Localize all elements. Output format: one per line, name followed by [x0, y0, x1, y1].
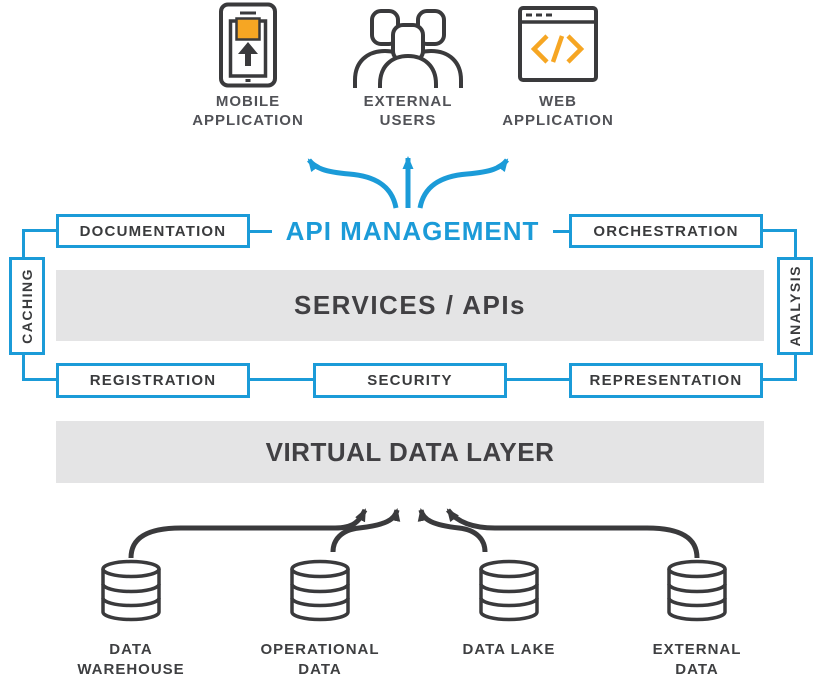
connector-analysis-riser-bottom	[794, 354, 797, 381]
connector-analysis-representation	[763, 378, 797, 381]
page-title: API MANAGEMENT	[285, 216, 540, 246]
connector-caching-documentation	[22, 229, 56, 232]
connector-security-representation	[507, 378, 569, 381]
data-warehouse-label: DATA WAREHOUSE	[77, 641, 185, 678]
web-application-label: WEB APPLICATION	[502, 93, 614, 129]
connector-caching-riser-top	[22, 229, 25, 258]
api-management-title-row: API MANAGEMENT	[250, 215, 570, 248]
external-users-icon	[353, 9, 463, 88]
services-apis-layer: SERVICES / APIs	[56, 270, 764, 341]
representation-box: REPRESENTATION	[569, 363, 763, 398]
analysis-box: ANALYSIS	[777, 257, 813, 355]
title-left-dash	[250, 230, 272, 233]
data-source-arrows	[128, 508, 700, 559]
web-application-icon	[518, 6, 598, 82]
connector-caching-riser-bottom	[22, 354, 25, 381]
external-users-label: EXTERNAL USERS	[363, 93, 453, 129]
external-data-label: EXTERNAL DATA	[652, 641, 742, 678]
operational-data-label: OPERATIONAL DATA	[260, 641, 380, 678]
connector-analysis-riser-top	[794, 229, 797, 258]
data-lake-icon	[479, 559, 539, 622]
virtual-data-layer: VIRTUAL DATA LAYER	[56, 421, 764, 483]
upload-arrow-icon	[238, 42, 258, 66]
data-lake-label: DATA LAKE	[462, 641, 556, 658]
registration-box: REGISTRATION	[56, 363, 250, 398]
connector-orchestration-analysis	[763, 229, 797, 232]
caching-box: CACHING	[9, 257, 45, 355]
app-square-icon	[235, 17, 261, 41]
code-icon	[530, 34, 585, 64]
title-right-dash	[553, 230, 570, 233]
documentation-box: DOCUMENTATION	[56, 214, 250, 248]
orchestration-box: ORCHESTRATION	[569, 214, 763, 248]
security-box: SECURITY	[313, 363, 507, 398]
connector-caching-registration	[22, 378, 56, 381]
connector-registration-security	[250, 378, 313, 381]
data-warehouse-icon	[101, 559, 161, 622]
external-data-icon	[667, 559, 727, 622]
mobile-application-icon	[219, 2, 277, 88]
api-consumer-arrows	[307, 156, 509, 209]
mobile-application-label: MOBILE APPLICATION	[192, 93, 304, 129]
operational-data-icon	[290, 559, 350, 622]
